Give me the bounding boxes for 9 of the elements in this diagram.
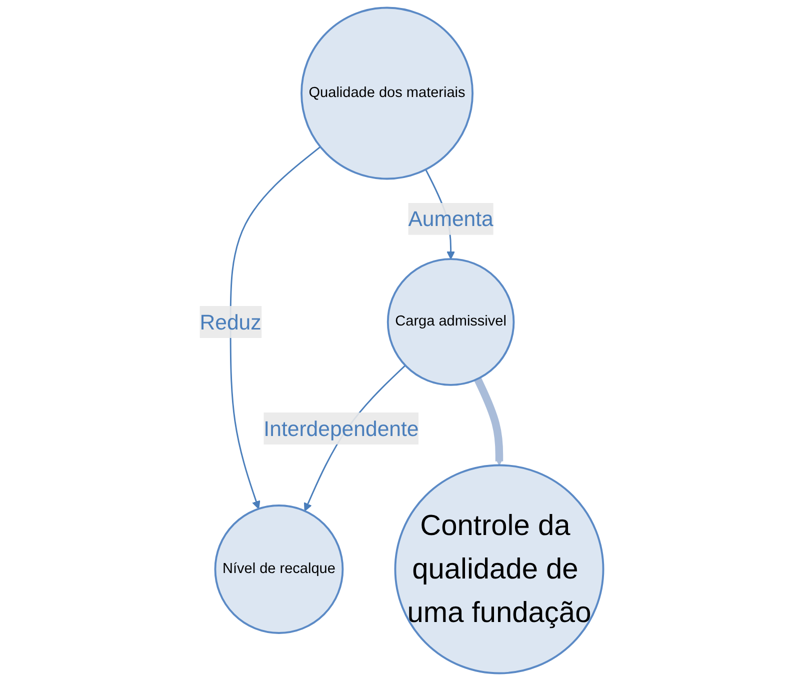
node-circle: Qualidade dos materiais <box>300 6 474 180</box>
edge-label: Aumenta <box>408 206 494 232</box>
node-circle: Controle da qualidade de uma fundação <box>394 464 604 674</box>
edge-label: Reduz <box>200 310 262 334</box>
edge-label: Interdependente <box>264 416 419 441</box>
node-circle: Nível de recalque <box>214 504 344 634</box>
arrow <box>474 377 504 466</box>
arrow <box>230 146 321 510</box>
node-circle: Carga admissivel <box>386 258 515 386</box>
